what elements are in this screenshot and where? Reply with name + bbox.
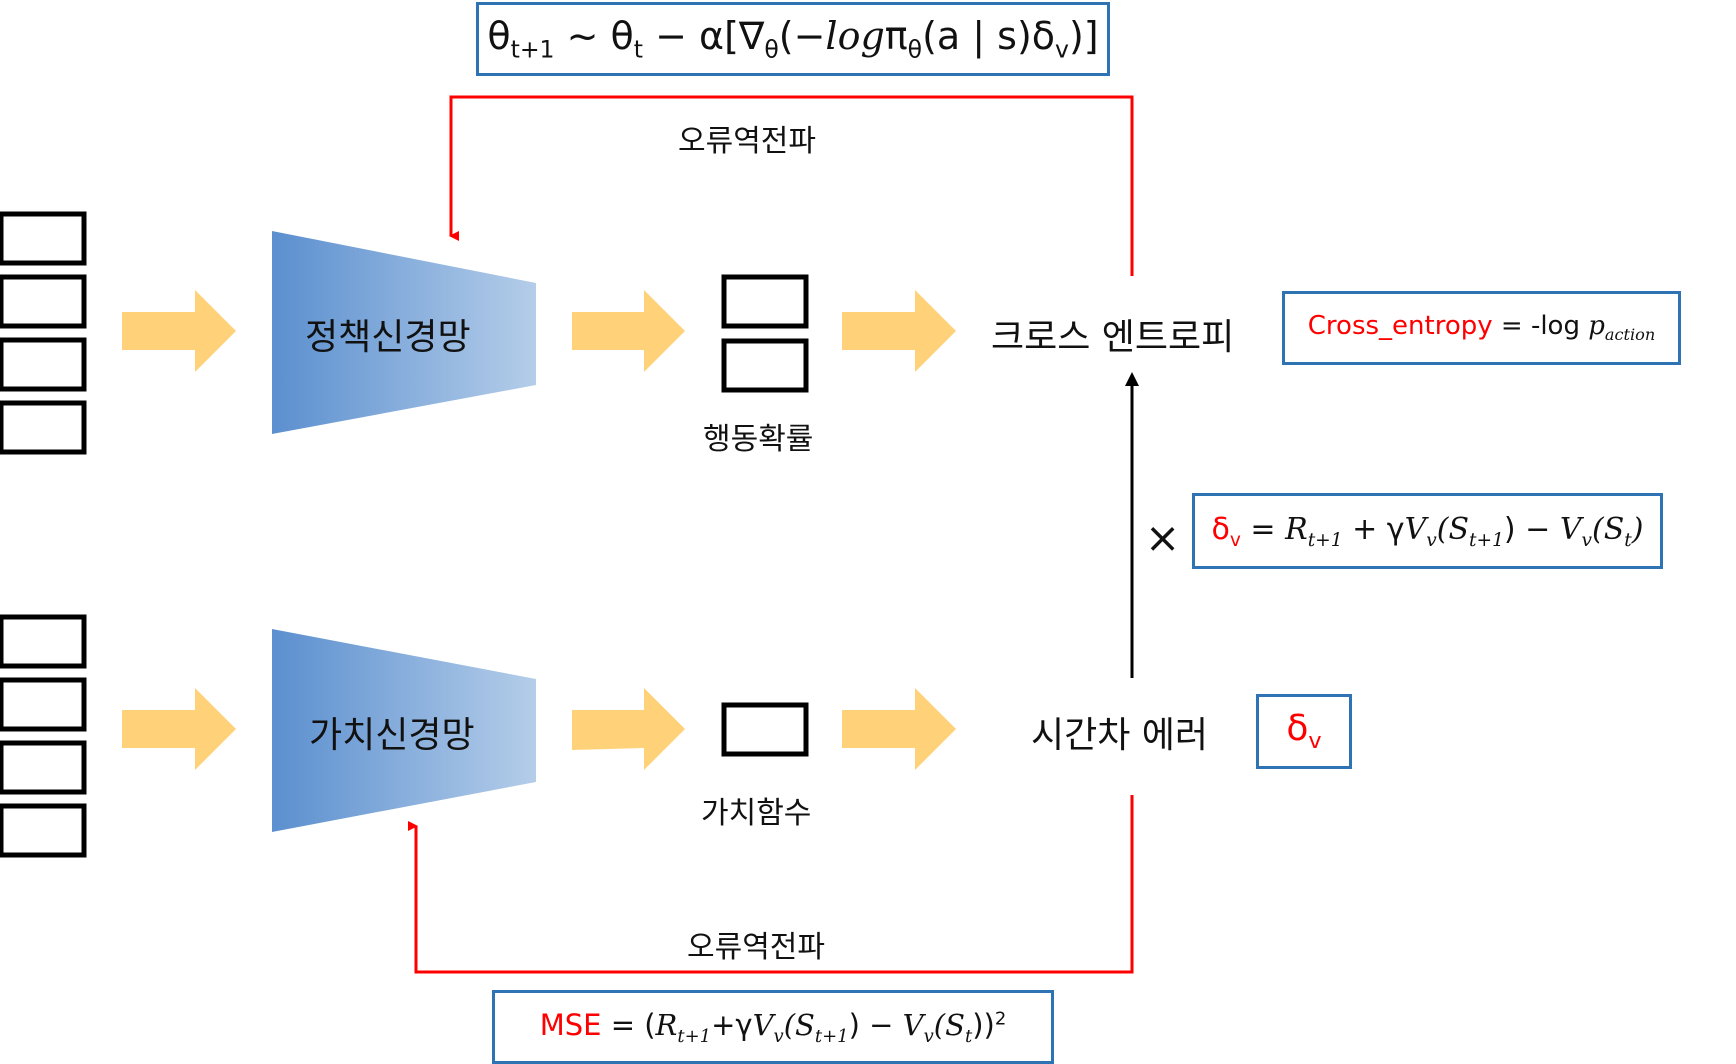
- mse-formula: MSE = (Rt+1+γVv(St+1) − Vv(St))2: [539, 1007, 1007, 1047]
- backprop-line-bottom: [408, 795, 1134, 974]
- flow-arrow-icon: [572, 290, 685, 372]
- flow-arrow-icon: [842, 688, 956, 770]
- cross-entropy-formula: Cross_entropy = -log paction: [1307, 311, 1656, 345]
- value-func-label: 가치함수: [701, 796, 812, 831]
- value-box-icon: [721, 702, 809, 757]
- td-error-symbol-box: δv: [1256, 694, 1352, 769]
- flow-arrow-icon: [122, 688, 236, 770]
- action-prob-box-icon: [721, 274, 809, 329]
- input-vector-bottom-icon: [0, 614, 87, 858]
- backprop-label-bottom: 오류역전파: [687, 930, 825, 965]
- action-prob-box-icon: [721, 338, 809, 393]
- td-error-symbol: δv: [1286, 708, 1322, 755]
- td-error-formula: δv = Rt+1 + γVv(St+1) − Vv(St): [1211, 511, 1644, 551]
- update-formula: θt+1 ~ θt − α[∇θ(−logπθ(a | s)δv)]: [487, 14, 1099, 64]
- flow-arrow-icon: [842, 290, 956, 372]
- flow-arrows: [122, 290, 956, 770]
- action-prob-label: 행동확률: [703, 422, 814, 457]
- arrow-head-icon: [1125, 372, 1139, 386]
- backprop-line-top: [449, 95, 1134, 276]
- policy-network-label: 정책신경망: [305, 317, 471, 358]
- flow-arrow-icon: [572, 688, 685, 770]
- td-error-formula-box: δv = Rt+1 + γVv(St+1) − Vv(St): [1192, 493, 1663, 569]
- flow-arrow-icon: [122, 290, 236, 372]
- td-error-label: 시간차 에러: [1031, 715, 1209, 756]
- value-network-label: 가치신경망: [309, 715, 475, 756]
- mse-formula-box: MSE = (Rt+1+γVv(St+1) − Vv(St))2: [492, 990, 1054, 1064]
- value-network-trapezoid-icon: [272, 629, 536, 832]
- backprop-label-top: 오류역전파: [678, 124, 816, 159]
- multiply-sign: ×: [1145, 513, 1181, 562]
- input-vector-top-icon: [0, 211, 87, 455]
- cross-entropy-formula-box: Cross_entropy = -log paction: [1282, 291, 1681, 365]
- cross-entropy-label: 크로스 엔트로피: [991, 317, 1235, 358]
- policy-network-trapezoid-icon: [272, 231, 536, 434]
- update-formula-box: θt+1 ~ θt − α[∇θ(−logπθ(a | s)δv)]: [476, 2, 1110, 76]
